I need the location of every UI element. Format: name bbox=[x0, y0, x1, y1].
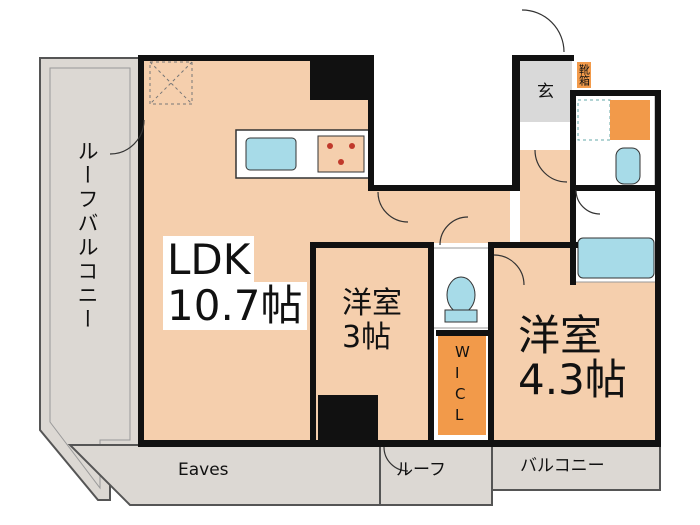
fridge-cross bbox=[149, 61, 193, 105]
walk-in-closet bbox=[438, 335, 486, 435]
balcony-label: バルコニー bbox=[520, 456, 605, 476]
roof-balcony-inner-rail bbox=[49, 67, 131, 490]
entrance-label: 玄 bbox=[537, 82, 554, 102]
hallway bbox=[310, 188, 510, 243]
bathtub bbox=[577, 237, 655, 279]
fridge-cross bbox=[149, 61, 193, 105]
burner-icon bbox=[327, 143, 333, 149]
door-swings bbox=[109, 9, 601, 472]
room-4-3jo-label: 洋室 bbox=[518, 311, 603, 360]
balcony-area bbox=[491, 444, 661, 491]
room-3jo-size: 3帖 bbox=[342, 320, 392, 355]
room-3jo-label: 洋室 bbox=[342, 286, 402, 321]
burner-icon bbox=[349, 143, 355, 149]
washbasin bbox=[615, 147, 641, 185]
walls bbox=[138, 55, 661, 447]
small-roof-label: ルーフ bbox=[396, 460, 446, 480]
entrance bbox=[520, 60, 572, 122]
eaves-label: Eaves bbox=[178, 460, 229, 480]
toilet-tank bbox=[444, 309, 478, 323]
fridge-space bbox=[149, 61, 193, 105]
burner-icon bbox=[338, 159, 344, 165]
shoebox-label: 靴箱 bbox=[577, 62, 591, 88]
ldk-size-label: 10.7帖 bbox=[163, 282, 307, 331]
toilet-bowl bbox=[446, 276, 476, 314]
ldk-label: LDK bbox=[163, 236, 255, 285]
laundry-pan bbox=[577, 99, 611, 141]
roof-balcony-label: ルーフバルコニー bbox=[75, 140, 100, 332]
washstand bbox=[610, 100, 650, 140]
room-4-3jo-size: 4.3帖 bbox=[518, 355, 627, 404]
wicl-label: W I C L bbox=[455, 343, 470, 424]
kitchen-sink bbox=[245, 137, 297, 171]
stove bbox=[317, 135, 365, 173]
